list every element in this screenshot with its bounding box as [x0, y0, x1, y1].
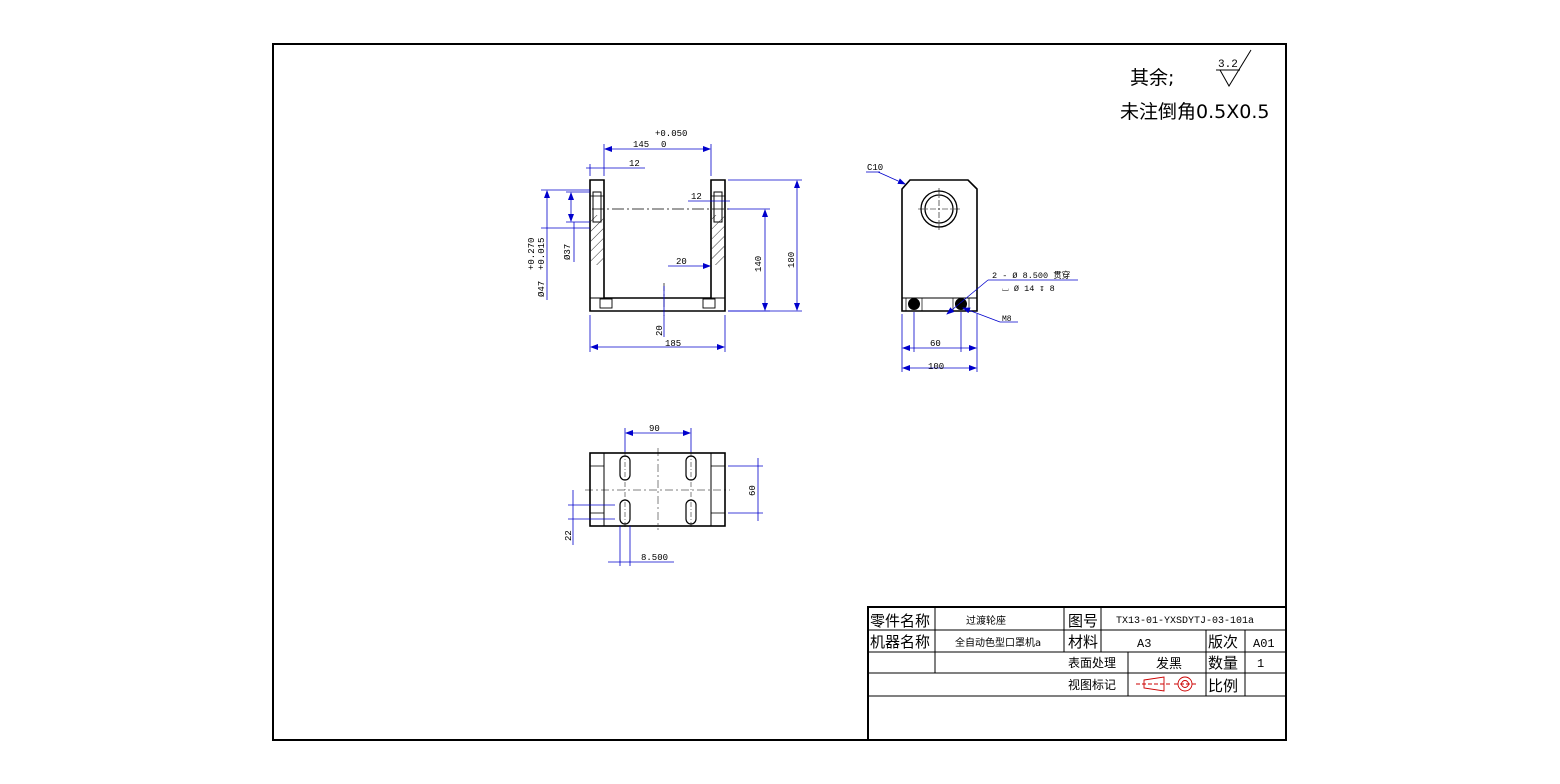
part-name-label: 零件名称 [870, 612, 930, 630]
machine-name-label: 机器名称 [870, 633, 930, 651]
dim-145: 145 [633, 140, 649, 150]
dim-145-tol-upper: +0.050 [655, 129, 687, 139]
title-block [867, 606, 1287, 741]
side-view [901, 179, 978, 312]
dim-20-inner: 20 [676, 257, 687, 267]
material-value: A3 [1137, 637, 1151, 651]
side-view-outline [901, 179, 978, 312]
part-name-value: 过渡轮座 [966, 614, 1006, 627]
side-dim-100: 100 [928, 362, 944, 372]
right-wall-hatch [711, 215, 725, 265]
hole-note-line2: ⌴ Ø 14 ↧ 8 [1002, 284, 1055, 294]
left-wall-hatch [590, 215, 604, 265]
dim-12-right: 12 [691, 192, 702, 202]
surface-treatment-value: 发黑 [1156, 656, 1182, 672]
side-bore-inner [924, 194, 954, 224]
chamfer-c10: C10 [867, 163, 883, 173]
side-hole-left [908, 298, 920, 310]
top-dim-60: 60 [748, 485, 758, 496]
front-view-dimensions [541, 144, 802, 352]
top-view [585, 448, 730, 530]
hole-note-line1: 2 - Ø 8.500 贯穿 [992, 270, 1070, 281]
top-right-wall [710, 452, 726, 527]
surface-roughness-value: 3.2 [1218, 59, 1238, 71]
quantity-label: 数量 [1208, 654, 1238, 672]
top-view-outline [589, 452, 726, 527]
side-dim-60: 60 [930, 339, 941, 349]
dim-bore-tol-upper: +0.270 [527, 238, 537, 270]
dim-20-base: 20 [655, 325, 665, 336]
title-block-texts: 零件名称 过渡轮座 图号 TX13-01-YXSDYTJ-03-101a 机器名… [870, 612, 1275, 695]
front-view-dim-texts: 145 +0.050 0 12 12 20 20 185 140 180 Ø37… [527, 129, 797, 349]
left-bore [592, 191, 602, 223]
surface-roughness-symbol: 3.2 [1216, 49, 1252, 87]
quantity-value: 1 [1257, 657, 1264, 671]
machine-name-value: 全自动色型口罩机a [955, 636, 1041, 649]
material-label: 材料 [1068, 633, 1098, 651]
revision-value: A01 [1253, 637, 1275, 651]
dim-145-tol-lower: 0 [661, 140, 666, 150]
dim-bore-tol-lower: +0.015 [537, 238, 547, 270]
top-view-dim-texts: 90 60 22 8.500 [564, 424, 758, 563]
side-view-dim-texts: C10 2 - Ø 8.500 贯穿 ⌴ Ø 14 ↧ 8 M8 60 100 [867, 163, 1070, 372]
dim-180: 180 [787, 252, 797, 268]
surface-treatment-label: 表面处理 [1068, 656, 1116, 670]
top-dim-8-5: 8.500 [641, 553, 668, 563]
dim-140: 140 [754, 256, 764, 272]
view-mark-label: 视图标记 [1068, 677, 1116, 692]
dim-bore-37: Ø37 [563, 244, 573, 260]
top-dim-22: 22 [564, 530, 574, 541]
top-left-wall [589, 452, 605, 527]
revision-label: 版次 [1208, 633, 1238, 651]
front-view [589, 179, 730, 316]
dim-185: 185 [665, 339, 681, 349]
projection-symbol-icon [1136, 676, 1196, 692]
top-view-dimensions [568, 428, 763, 566]
base-hole-right [702, 298, 716, 309]
sheet-border [272, 43, 1287, 741]
side-view-dimensions [866, 171, 1078, 372]
thread-m8: M8 [1002, 315, 1012, 324]
dim-12-left: 12 [629, 159, 640, 169]
side-hole-right [955, 298, 967, 310]
base-hole-left [599, 298, 613, 309]
scale-label: 比例 [1208, 677, 1238, 695]
right-bore [713, 191, 723, 223]
chamfer-note: 未注倒角0.5X0.5 [1120, 101, 1269, 123]
dim-bore-47: Ø47 [537, 281, 547, 297]
front-view-outline [589, 179, 726, 312]
top-dim-90: 90 [649, 424, 660, 434]
surface-rest-label: 其余; [1130, 67, 1174, 89]
drawing-no-value: TX13-01-YXSDYTJ-03-101a [1116, 616, 1254, 627]
general-notes: 其余; 3.2 未注倒角0.5X0.5 [1120, 49, 1269, 123]
drawing-no-label: 图号 [1068, 612, 1098, 630]
